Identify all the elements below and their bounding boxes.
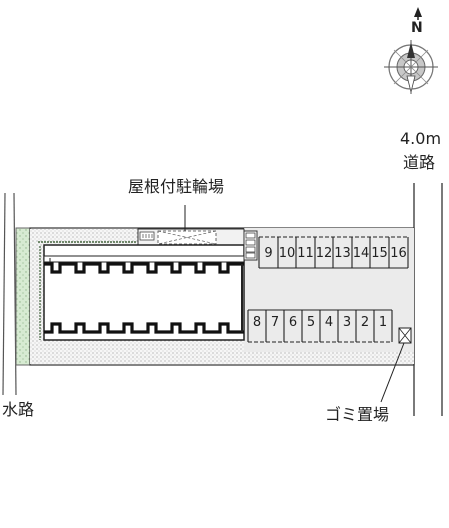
- planting-area: [30, 229, 414, 364]
- parking-space-number: 16: [390, 246, 407, 261]
- road: [413, 183, 443, 416]
- garbage-label: ゴミ置場: [325, 405, 390, 424]
- parking-space-number: 7: [270, 315, 280, 330]
- parking-space-number: 13: [334, 246, 351, 261]
- parking-space-number: 1: [378, 315, 388, 330]
- parking-spaces-top: [258, 236, 409, 269]
- parking-spaces-bottom: [247, 309, 393, 343]
- north-arrow-icon: [414, 7, 422, 20]
- waterway-label: 水路: [2, 400, 35, 419]
- parking-space-number: 11: [297, 246, 314, 261]
- parking-space-number: 9: [264, 246, 273, 261]
- parking-space-number: 12: [315, 246, 333, 261]
- stairs: [243, 230, 258, 261]
- bicycle-parking-label: 屋根付駐輪場: [128, 177, 225, 196]
- bicycle-parking: [137, 205, 245, 246]
- parking-space-number: 10: [278, 246, 296, 261]
- road-label: 道路: [403, 153, 436, 172]
- waterway: [2, 192, 31, 396]
- compass-rose-icon: [384, 40, 438, 94]
- parking-space-number: 8: [252, 315, 262, 330]
- parking-space-number: 3: [342, 315, 352, 330]
- garbage-area: [380, 327, 412, 403]
- road-width-label: 4.0m: [400, 129, 442, 148]
- parking-space-number: 4: [324, 315, 334, 330]
- parking-space-number: 6: [288, 315, 298, 330]
- north-label: N: [411, 20, 423, 36]
- parking-space-number: 14: [352, 246, 370, 261]
- apartment-building: [43, 244, 245, 341]
- parking-lot: [244, 228, 414, 352]
- compass: [384, 7, 438, 94]
- parking-space-number: 5: [306, 315, 316, 330]
- parking-space-number: 2: [360, 315, 370, 330]
- parking-space-number: 15: [371, 246, 388, 261]
